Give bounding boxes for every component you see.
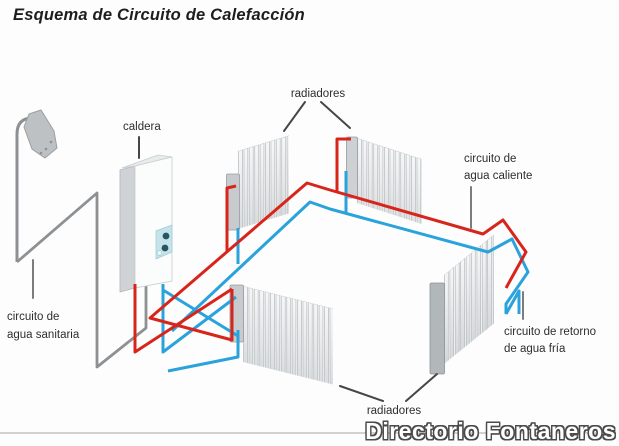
shower-spray-holes xyxy=(39,140,53,155)
label-hot-circuit-line1: circuito de xyxy=(464,153,516,165)
radiator-fins xyxy=(357,138,422,225)
radiator-fins xyxy=(243,286,333,385)
label-sanitary-circuit-line2: agua sanitaria xyxy=(7,329,80,341)
radiator-top-right xyxy=(346,136,422,225)
boiler-side-face xyxy=(119,165,136,293)
sanitary-water-pipes xyxy=(16,191,148,369)
leader-lines-gray xyxy=(32,186,524,320)
boiler-pilot-light xyxy=(156,250,163,256)
label-boiler: caldera xyxy=(123,121,161,133)
shower-fixture xyxy=(15,109,58,262)
radiator-end-cap xyxy=(346,136,358,199)
label-radiators-top: radiadores xyxy=(291,88,346,100)
label-hot-circuit-line2: agua caliente xyxy=(464,170,532,182)
hot-water-pipes xyxy=(133,137,528,354)
leader-lines-dark xyxy=(138,101,438,402)
boiler-front-face xyxy=(134,156,173,289)
boiler-knob-bottom xyxy=(161,244,169,252)
radiator-end-cap xyxy=(429,282,445,375)
radiator-bottom-right xyxy=(429,234,494,375)
page-title: Esquema de Circuito de Calefacción xyxy=(13,6,305,24)
boiler xyxy=(119,154,173,293)
radiator-fins xyxy=(238,135,289,229)
label-cold-return-line1: circuito de retorno xyxy=(504,326,596,338)
radiator-fins xyxy=(444,234,494,364)
radiator-top-left xyxy=(226,135,289,231)
radiator-bottom-middle xyxy=(229,284,333,385)
label-cold-return-line2: de agua fría xyxy=(504,343,566,355)
label-radiators-bottom: radiadores xyxy=(367,405,422,417)
shower-head-icon xyxy=(23,109,58,159)
boiler-knob-top xyxy=(162,232,170,240)
watermark: Directorio Fontaneros xyxy=(365,418,616,444)
label-sanitary-circuit-line1: circuito de xyxy=(7,311,59,323)
